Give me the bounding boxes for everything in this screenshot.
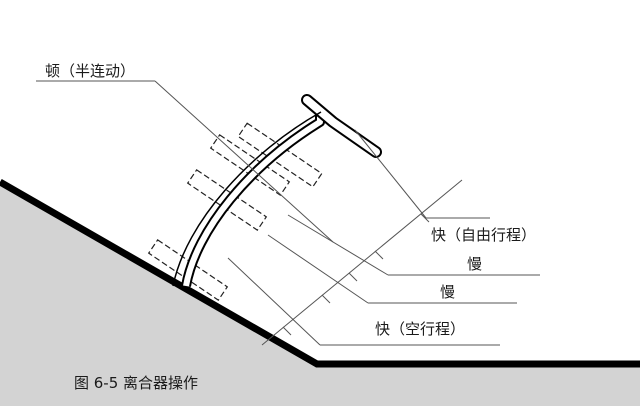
leader-kuai-kongxing	[227, 257, 321, 346]
leader-dun-diagonal	[154, 80, 334, 243]
clutch-pedal	[172, 94, 382, 287]
travel-axis-line	[261, 179, 463, 346]
label-dun: 顿（半连动）	[45, 62, 135, 80]
leader-lines	[36, 80, 540, 346]
label-kuai-zixing: 快（自由行程）	[431, 226, 536, 244]
pedal-positions	[147, 122, 323, 301]
label-man-2: 慢	[440, 283, 455, 301]
figure-caption: 图 6-5 离合器操作	[74, 374, 198, 392]
leader-man-1	[287, 214, 389, 276]
floor-area	[0, 186, 640, 406]
floor-edge	[0, 178, 640, 368]
label-man-1: 慢	[467, 255, 482, 273]
label-kuai-kongxing: 快（空行程）	[375, 320, 465, 338]
leader-man-2	[267, 234, 369, 304]
travel-ticks	[282, 213, 430, 336]
leader-kuai-zixing	[354, 129, 427, 219]
